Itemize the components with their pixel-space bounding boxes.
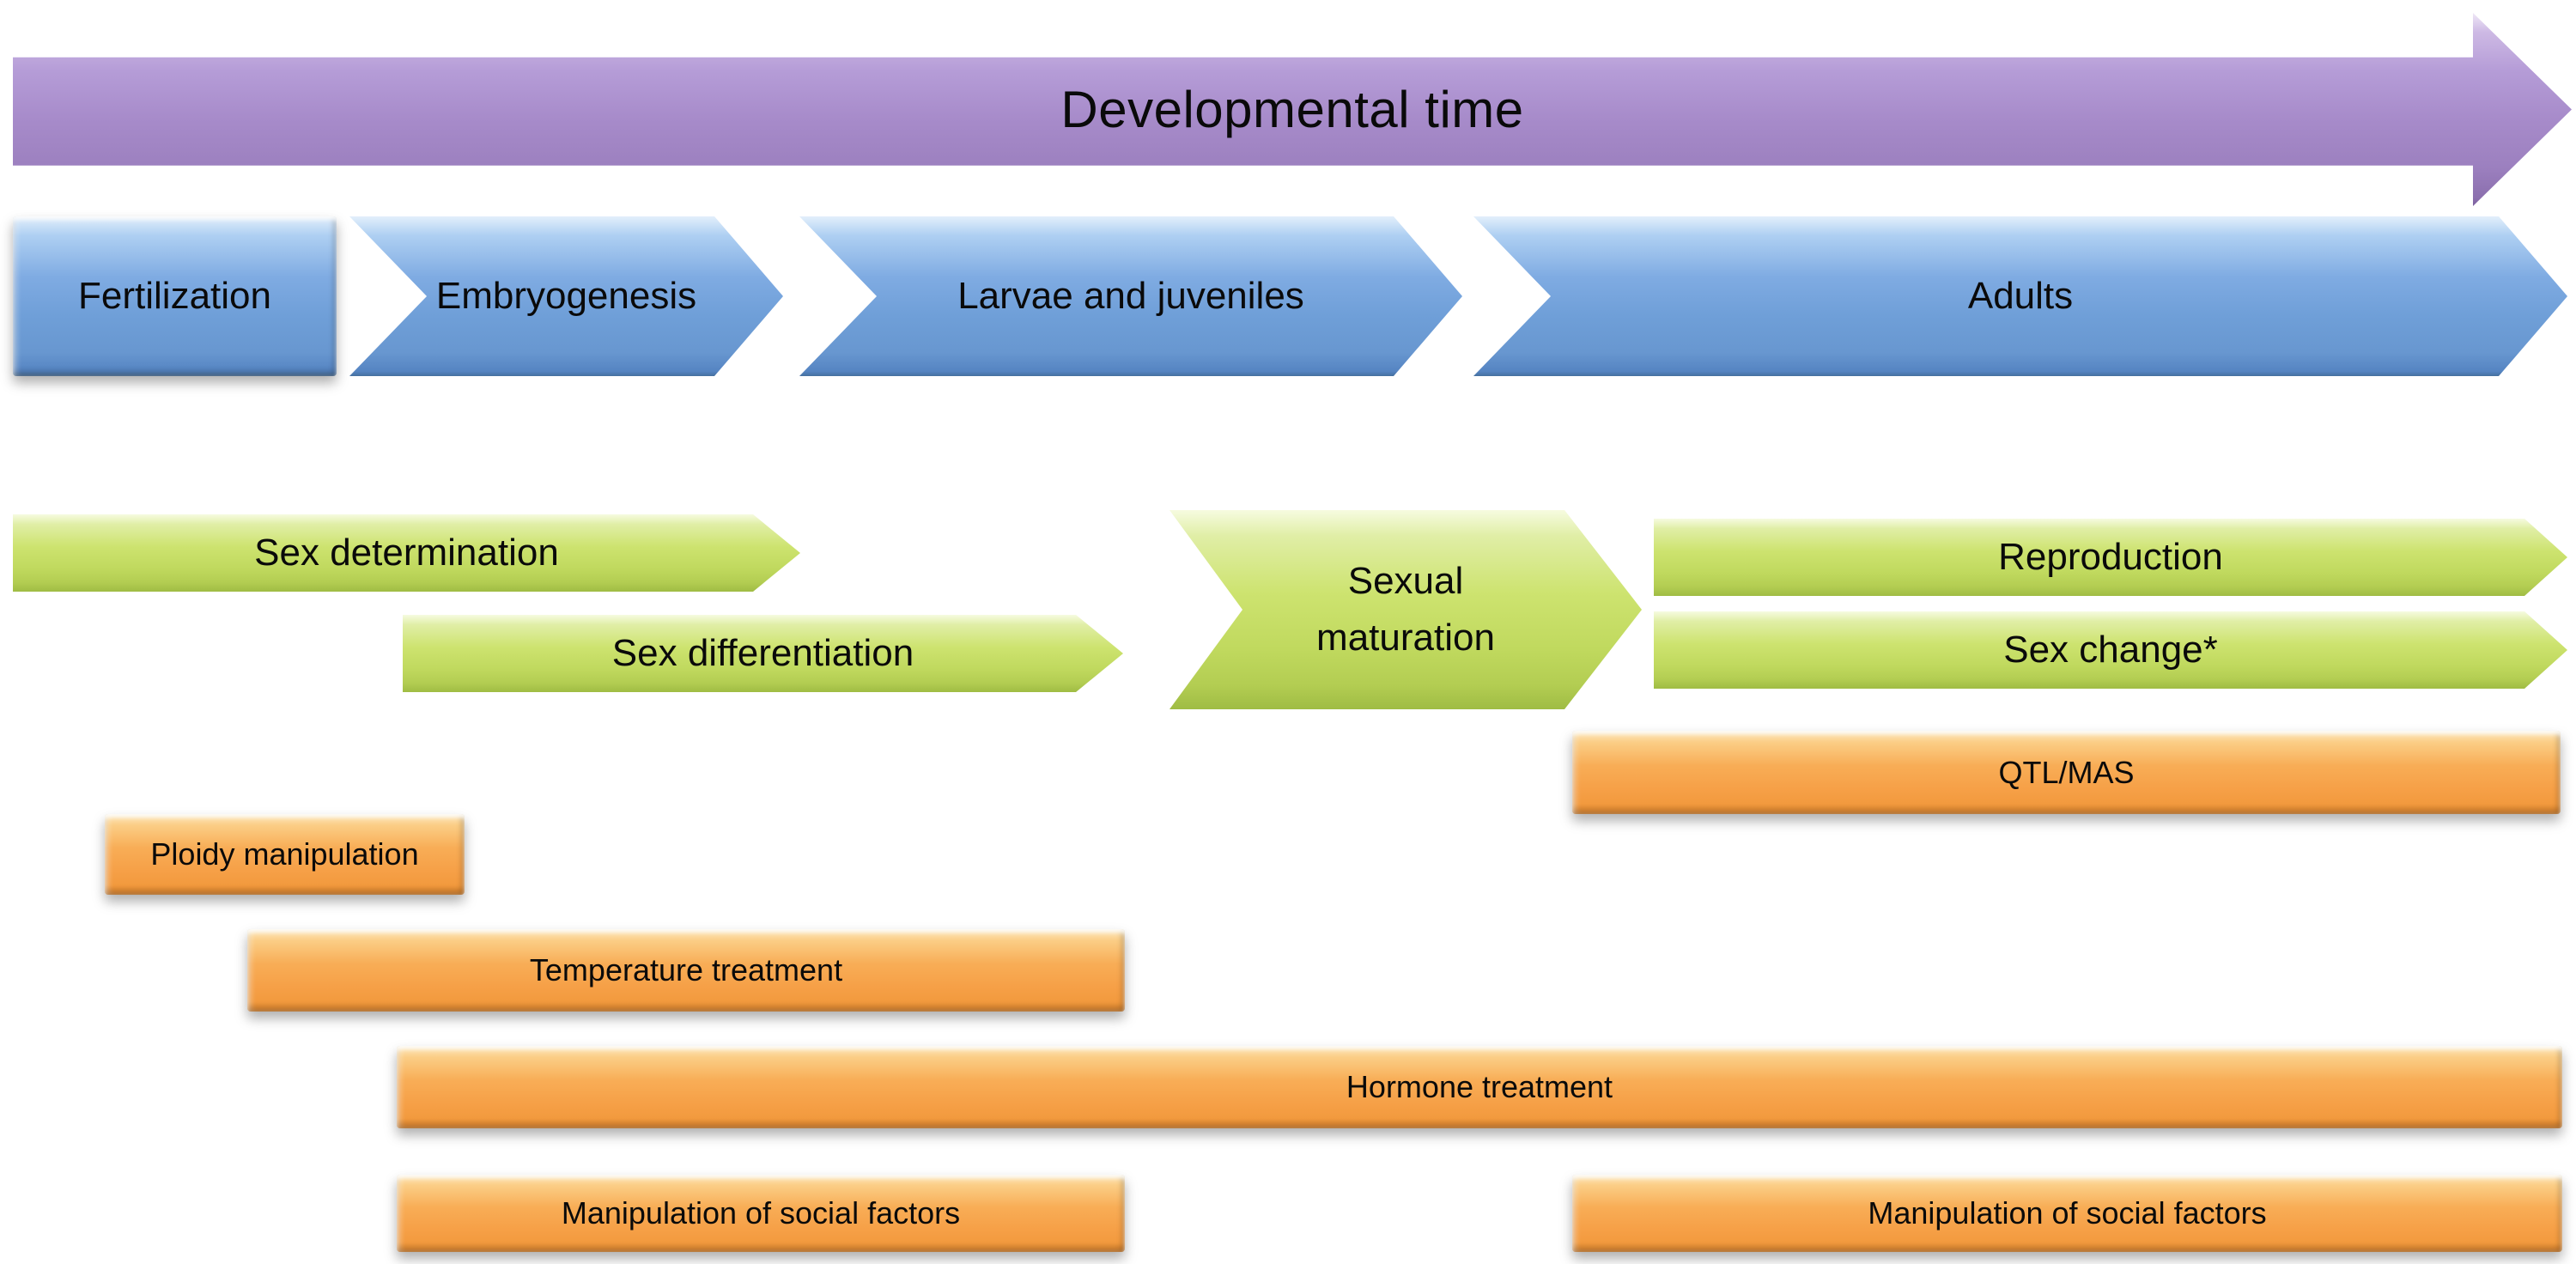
- process-sex-change: Sex change*: [1654, 611, 2567, 689]
- stage-embryogenesis: Embryogenesis: [349, 216, 783, 376]
- technique-social-factors-early: Manipulation of social factors: [397, 1175, 1125, 1252]
- process-sex-determination: Sex determination: [13, 514, 800, 592]
- technique-temperature-treatment-label: Temperature treatment: [529, 952, 843, 988]
- process-sexual-maturation: Sexual maturation: [1170, 510, 1642, 709]
- developmental-time-label: Developmental time: [1060, 81, 1524, 138]
- process-sex-determination-label: Sex determination: [254, 532, 559, 574]
- process-sex-differentiation-label: Sex differentiation: [611, 632, 914, 674]
- developmental-time-arrow: Developmental time: [13, 13, 2572, 206]
- stage-embryogenesis-label: Embryogenesis: [435, 275, 697, 317]
- technique-social-factors-early-label: Manipulation of social factors: [561, 1195, 961, 1231]
- process-sexual-maturation-label: Sexual maturation: [1316, 553, 1495, 666]
- stage-adults-label: Adults: [1967, 275, 2074, 317]
- stage-larvae-and-juveniles: Larvae and juveniles: [799, 216, 1462, 376]
- stage-fertilization: Fertilization: [13, 216, 337, 376]
- technique-ploidy-manipulation: Ploidy manipulation: [105, 814, 465, 895]
- process-sex-change-label: Sex change*: [2003, 629, 2218, 671]
- technique-social-factors-adult: Manipulation of social factors: [1572, 1175, 2562, 1252]
- stage-fertilization-label: Fertilization: [78, 275, 271, 317]
- technique-hormone-treatment: Hormone treatment: [397, 1046, 2562, 1128]
- process-sexual-maturation-line1: Sexual: [1347, 560, 1464, 602]
- technique-temperature-treatment: Temperature treatment: [247, 929, 1125, 1012]
- process-sexual-maturation-line2: maturation: [1316, 617, 1495, 659]
- technique-hormone-treatment-label: Hormone treatment: [1346, 1069, 1613, 1104]
- technique-qtl-mas-label: QTL/MAS: [1998, 754, 2135, 790]
- process-reproduction: Reproduction: [1654, 519, 2567, 596]
- technique-ploidy-manipulation-label: Ploidy manipulation: [150, 836, 419, 872]
- stage-larvae-and-juveniles-label: Larvae and juveniles: [957, 275, 1304, 317]
- technique-qtl-mas: QTL/MAS: [1572, 731, 2561, 814]
- stage-adults: Adults: [1473, 216, 2567, 376]
- process-sex-differentiation: Sex differentiation: [403, 615, 1123, 692]
- process-reproduction-label: Reproduction: [1998, 536, 2223, 578]
- technique-social-factors-adult-label: Manipulation of social factors: [1868, 1195, 2267, 1231]
